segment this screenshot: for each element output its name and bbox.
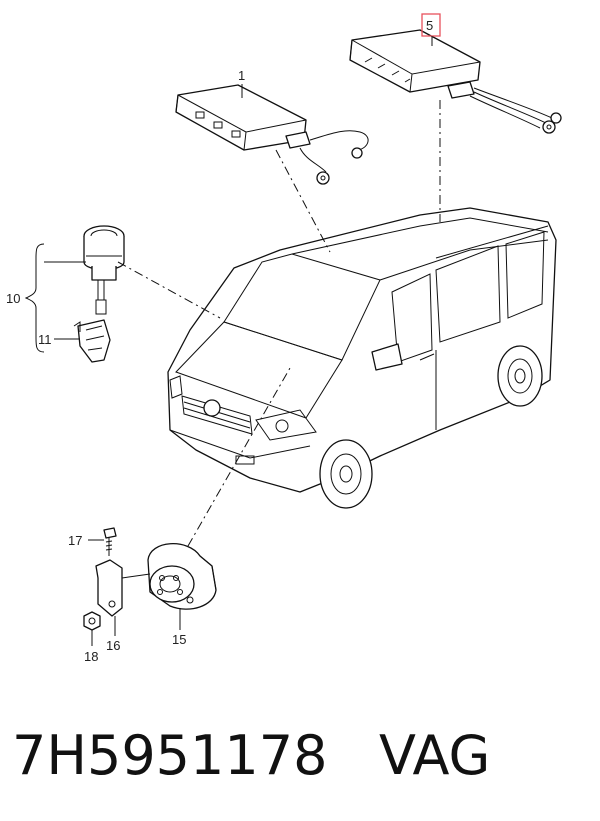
callout-17-label: 17 (68, 533, 82, 548)
part-caption: 7H5951178 VAG (12, 716, 490, 796)
part-11-connector (73, 319, 111, 363)
callout-10-label: 10 (6, 291, 20, 306)
callout-16-label: 16 (106, 638, 120, 653)
callout-18-label: 18 (84, 649, 98, 664)
van-illustration (167, 207, 557, 509)
callout-1-label: 1 (238, 68, 245, 83)
part-16-bracket (95, 559, 151, 617)
part-number: 7H5951178 (12, 724, 328, 787)
part-15-sensor (147, 543, 217, 610)
callout-15-label: 15 (172, 632, 186, 647)
location-line-15 (187, 367, 291, 547)
callout-5-label: 5 (426, 18, 433, 33)
part-17-bolt (103, 527, 117, 556)
part-5-antenna-module (349, 29, 562, 134)
callout-5-highlight-box (421, 13, 441, 37)
parts-diagram: 5 1 (6, 13, 562, 664)
brand-name: VAG (378, 724, 491, 787)
part-1-antenna-module (175, 84, 369, 185)
callout-11-label: 11 (38, 332, 52, 347)
brace-10 (24, 243, 45, 353)
location-line-10 (117, 261, 221, 319)
part-18-nut (83, 611, 101, 631)
part-10-switch (83, 225, 125, 315)
location-line-1 (275, 149, 331, 253)
